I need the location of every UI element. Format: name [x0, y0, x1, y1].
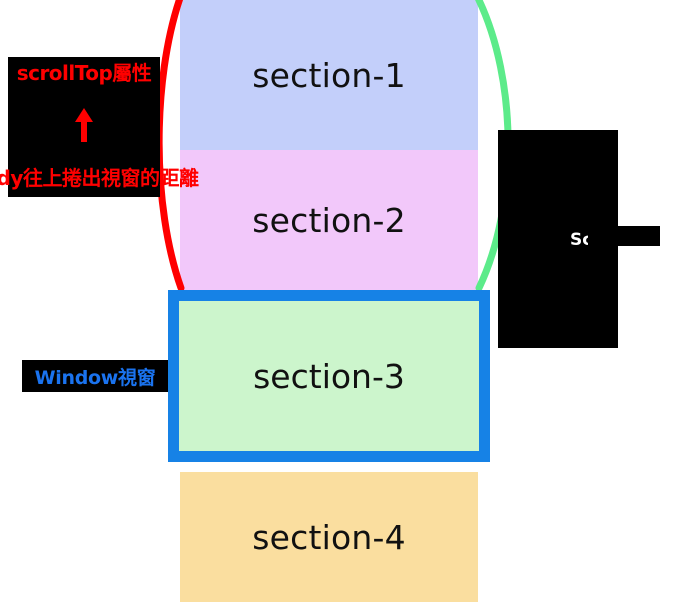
section-2-label: section-2 [252, 200, 406, 240]
window-annotation: Window視窗 [22, 360, 168, 392]
section-2-block: section-2 [180, 150, 478, 290]
scrolltop-description: body往上捲出視窗的距離 [0, 165, 199, 190]
caption-redaction-bar [588, 226, 660, 246]
section-1-block: section-1 [180, 0, 478, 150]
section-4-block: section-4 [180, 472, 478, 602]
section-3-label: section-3 [253, 356, 405, 396]
section-4-label: section-4 [252, 517, 406, 557]
right-panel-caption: Sc [570, 229, 593, 250]
window-viewport-frame: section-3 [168, 290, 490, 462]
scrolltop-annotation: scrollTop屬性 body往上捲出視窗的距離 [0, 57, 199, 197]
window-annotation-label: Window視窗 [34, 366, 156, 389]
section-stack: section-1 section-2 section-4 [180, 0, 478, 602]
section-1-label: section-1 [252, 55, 406, 95]
scrolltop-arrow-up-icon [8, 108, 160, 143]
left-arc-red-icon [155, 0, 185, 292]
scrolltop-property-label: scrollTop屬性 [16, 61, 152, 85]
